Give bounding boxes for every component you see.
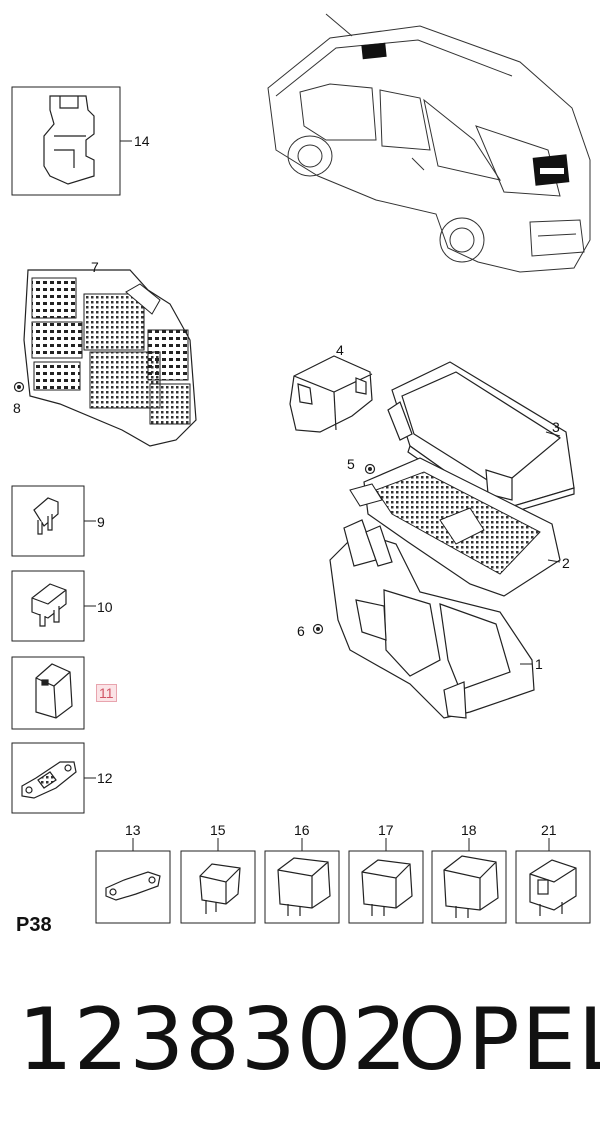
nut-icon <box>364 463 376 475</box>
callout-15: 15 <box>210 822 226 838</box>
callout-11[interactable]: 11 <box>96 684 117 702</box>
fuse-strip-icon <box>105 871 161 901</box>
callout-4: 4 <box>336 342 344 358</box>
callout-7: 7 <box>91 259 99 275</box>
relay-icon <box>443 855 499 918</box>
fuse-box-base-icon <box>329 519 535 719</box>
callout-12: 12 <box>97 770 113 786</box>
relay-icon <box>277 857 331 916</box>
fuse-strip-icon <box>21 761 77 799</box>
fuse-box-module-icon <box>23 269 197 447</box>
fuse-clip-icon <box>43 95 95 185</box>
vehicle-outline-icon <box>267 13 591 273</box>
callout-8: 8 <box>13 400 21 416</box>
callout-16: 16 <box>294 822 310 838</box>
callout-9: 9 <box>97 514 105 530</box>
nut-icon <box>13 381 25 393</box>
relay-bracket-icon <box>289 355 373 433</box>
callout-21: 21 <box>541 822 557 838</box>
callout-13: 13 <box>125 822 141 838</box>
brand-name: OPEL <box>398 990 600 1090</box>
maxi-fuse-icon <box>35 663 73 719</box>
callout-10: 10 <box>97 599 113 615</box>
callout-18: 18 <box>461 822 477 838</box>
callout-2: 2 <box>562 555 570 571</box>
fuse-board-icon <box>349 457 561 597</box>
relay-icon <box>199 863 241 914</box>
callout-1: 1 <box>535 656 543 672</box>
callout-5: 5 <box>347 456 355 472</box>
nut-icon <box>312 623 324 635</box>
maxi-fuse-icon <box>529 859 577 916</box>
mini-fuse-icon <box>33 497 59 535</box>
callout-3: 3 <box>552 419 560 435</box>
fuse-icon <box>31 583 67 627</box>
callout-14: 14 <box>134 133 150 149</box>
callout-17: 17 <box>378 822 394 838</box>
sheet-label: P38 <box>16 914 52 936</box>
callout-6: 6 <box>297 623 305 639</box>
part-number: 1238302 <box>18 990 409 1090</box>
relay-icon <box>361 859 413 916</box>
